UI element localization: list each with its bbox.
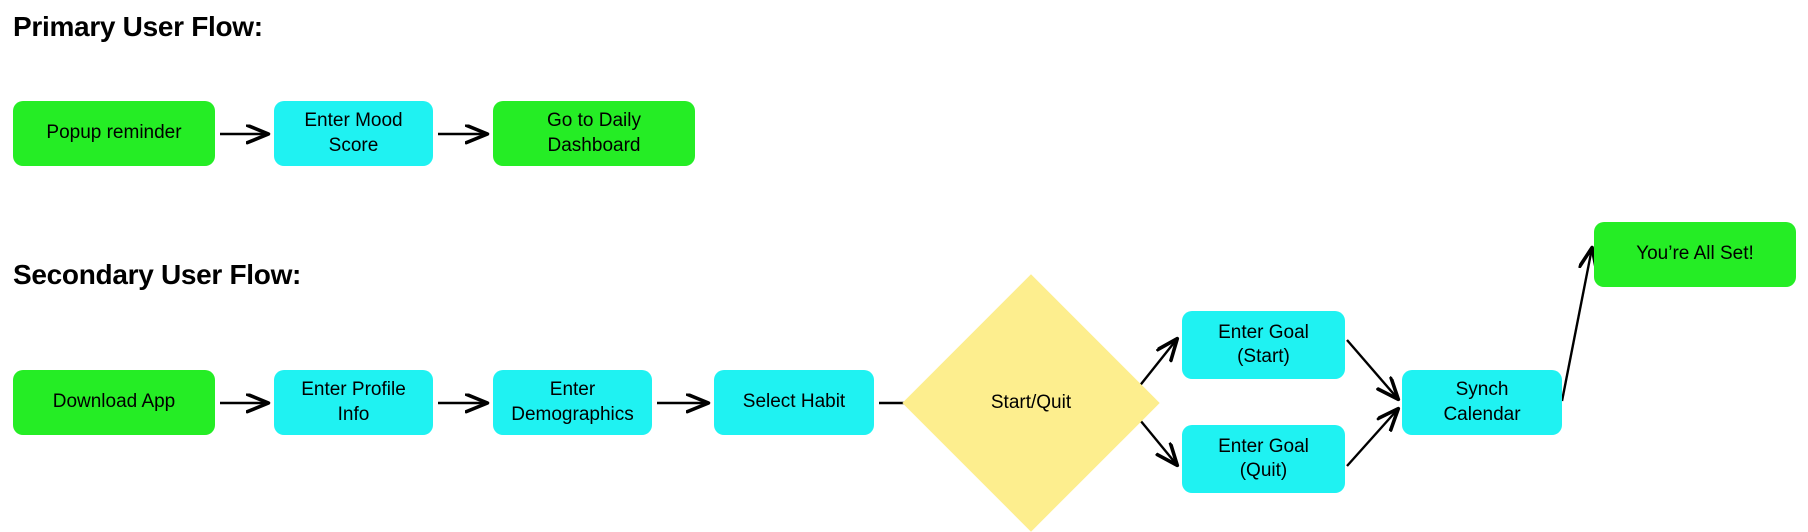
node-youre-all-set[interactable]: You’re All Set! [1594, 222, 1796, 287]
node-start-quit-decision[interactable]: Start/Quit [902, 274, 1160, 532]
node-start-quit-label: Start/Quit [990, 392, 1072, 413]
flowchart-canvas: Primary User Flow: Secondary User Flow: … [13, 11, 1796, 532]
node-popup-reminder[interactable]: Popup reminder [13, 101, 215, 166]
node-synch-calendar[interactable]: Synch Calendar [1402, 370, 1562, 435]
node-go-to-daily-dashboard[interactable]: Go to Daily Dashboard [493, 101, 695, 166]
node-enter-goal-start[interactable]: Enter Goal (Start) [1182, 311, 1345, 379]
arrow-synch-calendar-to-youre-all-set [1560, 248, 1592, 402]
node-select-habit[interactable]: Select Habit [714, 370, 874, 435]
node-enter-profile-info[interactable]: Enter Profile Info [274, 370, 433, 435]
node-download-app[interactable]: Download App [13, 370, 215, 435]
node-enter-demographics[interactable]: Enter Demographics [493, 370, 652, 435]
arrow-enter-goal-start-to-synch-calendar [1346, 339, 1398, 399]
primary-flow-heading: Primary User Flow: [13, 11, 263, 42]
node-enter-mood-score[interactable]: Enter Mood Score [274, 101, 433, 166]
secondary-flow-heading: Secondary User Flow: [13, 259, 302, 290]
node-enter-goal-quit[interactable]: Enter Goal (Quit) [1182, 425, 1345, 493]
arrow-enter-goal-quit-to-synch-calendar [1346, 409, 1398, 467]
